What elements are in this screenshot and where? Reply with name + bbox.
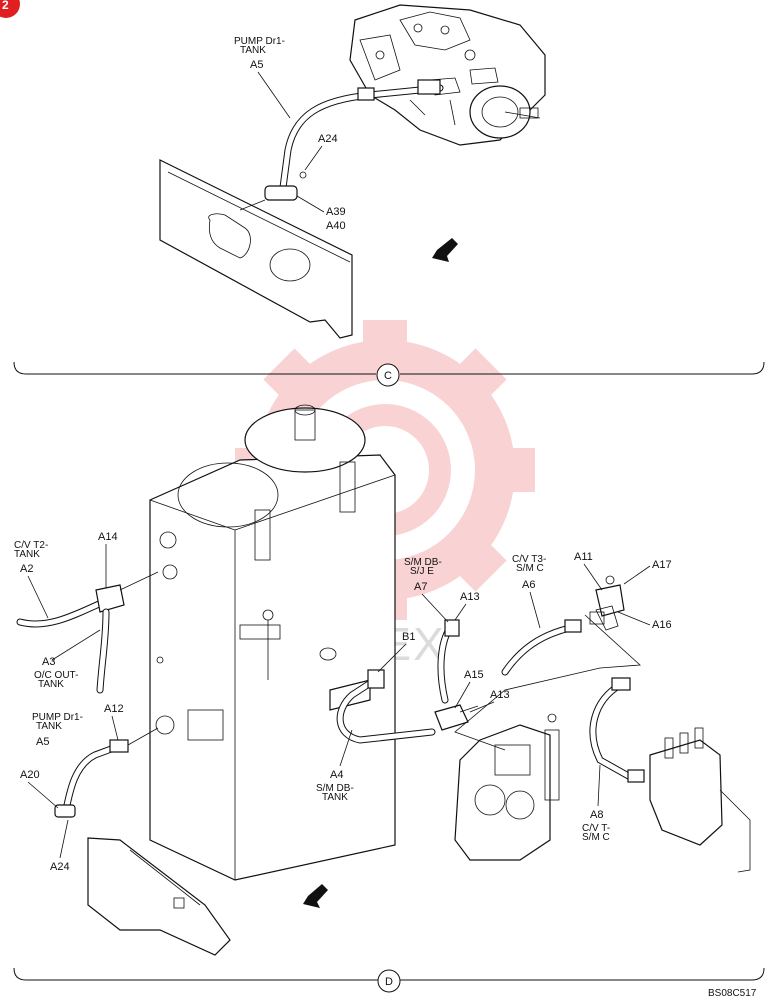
- leader-c-a24: [304, 145, 323, 171]
- label-a7: A7: [414, 581, 427, 593]
- label-c-a5: A5: [250, 59, 263, 71]
- section-divider-d: D: [13, 967, 765, 993]
- label-c-pump-line1: PUMP Dr1-: [234, 36, 285, 47]
- label-a14: A14: [98, 531, 118, 543]
- view-arrow-c: [432, 238, 458, 262]
- label-a3: A3: [42, 656, 55, 668]
- leader-c-a5: [257, 71, 291, 119]
- fitting-a15: [434, 704, 479, 731]
- label-cvt-line1: C/V T-: [582, 823, 610, 834]
- label-cvt-line2: S/M C: [582, 832, 610, 843]
- label-c-a40: A40: [326, 220, 346, 232]
- drawing-code: BS08C517: [708, 988, 757, 999]
- hose-a4: [336, 669, 436, 744]
- view-arrow-d: [303, 884, 328, 908]
- label-a20: A20: [20, 769, 40, 781]
- mounting-panel-upper: [159, 159, 353, 339]
- labels-section-c: PUMP Dr1- TANK A5 A24 A39 A40: [234, 36, 346, 232]
- label-d-a24: A24: [50, 861, 70, 873]
- label-c-a24: A24: [318, 133, 338, 145]
- elbow-a14: [95, 571, 159, 613]
- hose-a3: [96, 608, 110, 694]
- page-badge: 2: [0, 0, 20, 18]
- label-c-a39: A39: [326, 206, 346, 218]
- clamp-a20: [54, 804, 76, 818]
- label-cvt3-line1: C/V T3-: [512, 554, 546, 565]
- fitting-pump: [417, 79, 441, 95]
- fitting-upper: [357, 87, 375, 101]
- label-smdb-line2: S/J E: [410, 566, 434, 577]
- label-a13-bot: A13: [490, 689, 510, 701]
- hose-a6: [501, 619, 582, 676]
- label-a4: A4: [330, 769, 343, 781]
- label-smdb-line1: S/M DB-: [404, 557, 442, 568]
- label-a6: A6: [522, 579, 535, 591]
- label-a8: A8: [590, 809, 603, 821]
- tee-fitting-a11: [589, 575, 625, 631]
- hose-a5-lower: [62, 727, 159, 814]
- swing-motor: [454, 713, 560, 861]
- label-cvt2-line2: TANK: [14, 549, 40, 560]
- hydraulic-tank: [149, 404, 396, 881]
- leader-c-a39: [296, 195, 325, 213]
- label-a17: A17: [652, 559, 672, 571]
- mounting-panel-lower: [87, 837, 231, 956]
- hose-a7: [437, 619, 460, 704]
- label-cvt2-line1: C/V T2-: [14, 540, 48, 551]
- fitting-a12: [109, 739, 129, 753]
- labels-section-d: C/V T2- TANK A2 A14 A3 O/C OUT- TANK PUM…: [14, 531, 672, 873]
- section-letter-d: D: [385, 976, 393, 988]
- hydraulic-pump: [349, 4, 546, 146]
- label-a12: A12: [104, 703, 124, 715]
- label-a13-top: A13: [460, 591, 480, 603]
- label-a11: A11: [574, 551, 593, 563]
- label-a15: A15: [464, 669, 484, 681]
- control-valve: [649, 727, 751, 873]
- label-c-pump-line2: TANK: [240, 45, 266, 56]
- label-smdbtank-line2: TANK: [322, 792, 348, 803]
- clamp-a39-a40: [239, 171, 307, 211]
- label-b1: B1: [402, 631, 415, 643]
- hose-a8: [589, 677, 645, 783]
- hose-a2: [16, 596, 112, 628]
- section-divider-c: C: [13, 361, 765, 387]
- label-oc-line2: TANK: [38, 679, 64, 690]
- connection-outline: [454, 614, 641, 751]
- page-badge-number: 2: [2, 0, 9, 12]
- label-cvt3-line2: S/M C: [516, 563, 544, 574]
- hose-a5-upper: [278, 79, 444, 199]
- label-a16: A16: [652, 619, 672, 631]
- fitting-b1: [367, 669, 385, 689]
- label-pump-line1: PUMP Dr1-: [32, 712, 83, 723]
- label-a2: A2: [20, 563, 33, 575]
- section-letter-c: C: [384, 370, 392, 382]
- label-pump-line2: TANK: [36, 721, 62, 732]
- label-smdbtank-line1: S/M DB-: [316, 783, 354, 794]
- label-d-a5: A5: [36, 736, 49, 748]
- label-oc-line1: O/C OUT-: [34, 670, 78, 681]
